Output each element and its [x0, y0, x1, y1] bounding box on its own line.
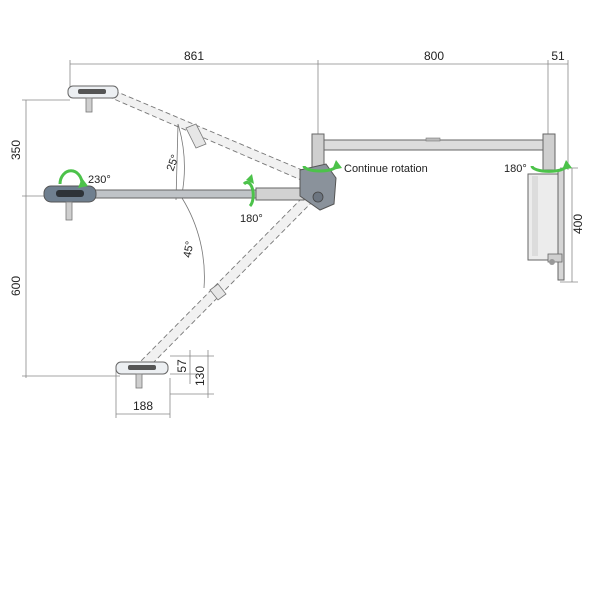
rotation-arrow-arm [242, 174, 255, 208]
lower-ghost-arm [139, 195, 313, 369]
dim-head-neck: 57 [175, 359, 189, 373]
rotation-arrow-head [58, 169, 88, 188]
arm-joint [299, 163, 337, 211]
dim-extension-width: 800 [424, 49, 444, 63]
dim-mount-offset: 51 [551, 49, 565, 63]
dim-upper-height: 350 [9, 140, 23, 160]
lamp-head-bottom [115, 361, 169, 389]
lamp-head-top [67, 85, 119, 113]
angle-upper-label: 25° [165, 153, 182, 173]
rotation-head-label: 230° [88, 174, 111, 186]
extension-arm [311, 133, 556, 175]
rotation-arm-label: 180° [240, 213, 263, 225]
head-dimension-lines [115, 350, 214, 418]
rotation-wall-label: 180° [504, 163, 527, 175]
main-lamp-arm [91, 187, 305, 201]
top-dimension-lines [69, 60, 569, 170]
rotation-arrow-wall [530, 160, 572, 173]
dim-head-width: 188 [133, 399, 153, 413]
rotation-arrow-joint [302, 160, 342, 173]
left-dimension-lines [22, 99, 120, 378]
dim-lower-height: 600 [9, 276, 23, 296]
lamp-head-middle [43, 185, 97, 221]
rotation-joint-label: Continue rotation [344, 163, 428, 175]
dim-head-depth: 130 [193, 366, 207, 386]
wall-mount-box [527, 169, 565, 281]
upper-ghost-arm [99, 87, 315, 184]
dim-mount-height: 400 [571, 214, 585, 234]
angle-arcs [175, 123, 205, 289]
dim-arm-width: 861 [184, 49, 204, 63]
angle-lower-label: 45° [182, 240, 197, 258]
